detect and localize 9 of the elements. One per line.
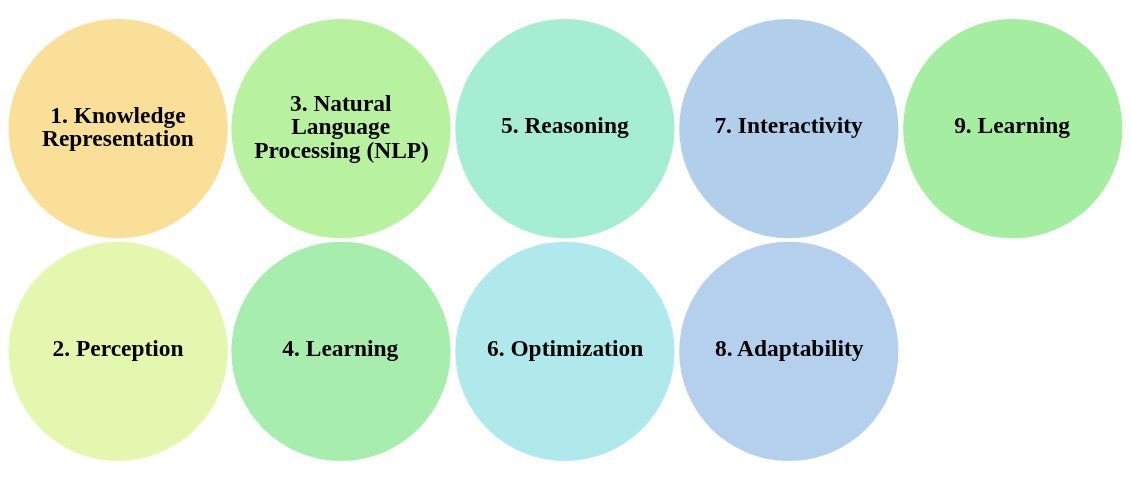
node-circle: 1. Knowledge Representation <box>8 18 228 238</box>
node-circle: 4. Learning <box>231 241 451 461</box>
node-circle: 2. Perception <box>8 241 228 461</box>
node-circle: 8. Adaptability <box>679 241 899 461</box>
node-circle: 6. Optimization <box>455 241 675 461</box>
node-circle: 3. Natural Language Processing (NLP) <box>231 18 451 238</box>
node-circle: 7. Interactivity <box>679 18 899 238</box>
node-circle: 5. Reasoning <box>455 18 675 238</box>
node-circle: 9. Learning <box>903 18 1123 238</box>
